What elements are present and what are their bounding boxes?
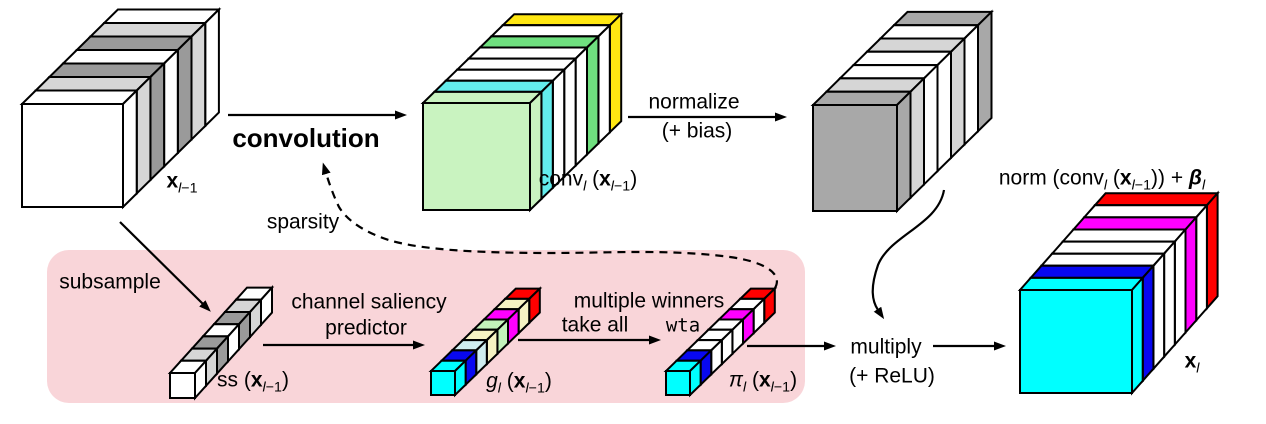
tensor-input-slab-2-side — [149, 61, 166, 183]
subsample-arrow — [119, 221, 211, 312]
tensor-layer — [19, 7, 1220, 401]
tensor-input-slab-3-top — [60, 49, 181, 65]
tensor-conv-slab-5-side — [586, 34, 600, 157]
output-tensor-label: xl — [1184, 349, 1200, 377]
winners-label-line2: take all — [561, 313, 629, 337]
normalize-label: normalize — [648, 90, 740, 114]
tensor-subsampled-strip — [167, 284, 275, 401]
multiply-label: multiply — [850, 335, 922, 359]
bias-label: (+ bias) — [661, 119, 733, 143]
tensor-norm-slab-1-top — [824, 77, 927, 93]
tensor-input-slab-1-top — [33, 76, 153, 92]
tensor-input-slab-6-top — [101, 8, 222, 24]
tensor-input-slab-4-top — [74, 35, 194, 51]
tensor-input-slab-0-side — [122, 88, 138, 210]
tensor-input-slab-4-side — [176, 34, 193, 156]
tensor-output-slab-1-side — [1141, 263, 1155, 384]
tensor-input-slab-1-side — [135, 74, 152, 196]
tensor-input-slab-0-top — [19, 89, 140, 105]
tensor-conv-slab-6-top — [488, 24, 613, 38]
tensor-conv-slab-0-front — [422, 102, 531, 211]
tensor-winners-strip — [663, 286, 778, 398]
norm-to-multiply-curved-arrow — [871, 189, 946, 320]
relu-label: (+ ReLU) — [849, 364, 935, 388]
tensor-norm-slab-3-top — [851, 50, 954, 67]
sparsity-label: sparsity — [266, 210, 340, 234]
saliency-tensor-label: gl (xl−1) — [486, 369, 552, 397]
tensor-norm-slab-0-top — [810, 90, 913, 106]
tensor-input-slab-2-top — [46, 62, 167, 78]
tensor-output-slab-4-side — [1173, 226, 1187, 348]
tensor-norm-slab-0-front — [812, 104, 898, 212]
tensor-conv-slab-4-top — [466, 46, 590, 60]
norm-tensor-label: norm (convl (xl−1)) + βl — [998, 166, 1206, 194]
tensor-conv-slab-7-top — [500, 13, 624, 27]
tensor-norm-slab-4-side — [950, 36, 966, 161]
tensor-input-slab-3-side — [163, 47, 179, 169]
tensor-output-slab-0-front — [1019, 289, 1133, 394]
subsampled-tensor-label: ss (xl−1) — [217, 368, 289, 396]
subsample-label: subsample — [59, 270, 161, 294]
conv-tensor-label: convl (xl−1) — [538, 167, 638, 195]
winners-tensor-label: πl (xl−1) — [728, 368, 798, 396]
tensor-norm-slab-6-top — [891, 10, 994, 27]
tensor-output-slab-2-top — [1039, 252, 1167, 267]
tensor-output-slab-5-side — [1184, 214, 1198, 336]
tensor-conv-slab-2-top — [443, 68, 567, 82]
tensor-subsampled-slab-0-front — [169, 372, 196, 399]
tensor-norm-slab-4-top — [864, 37, 967, 53]
tensor-norm-slab-6-side — [977, 9, 993, 134]
winners-label-line1: multiple winners — [573, 289, 725, 313]
tensor-output-slab-3-side — [1163, 238, 1176, 360]
tensor-conv-slab-6-side — [597, 22, 611, 146]
tensor-output-slab-3-top — [1049, 240, 1178, 255]
tensor-conv-stack — [420, 11, 624, 213]
selection-region — [47, 250, 805, 403]
tensor-conv-slab-4-side — [574, 45, 588, 168]
tensor-output-slab-0-top — [1017, 276, 1145, 291]
tensor-input-slab-0-front — [21, 103, 124, 208]
tensor-norm-slab-1-side — [909, 76, 925, 201]
tensor-norm-stack — [810, 9, 994, 214]
tensor-conv-slab-1-top — [431, 79, 556, 93]
tensor-output-slab-6-top — [1081, 204, 1210, 219]
tensor-conv-slab-3-top — [454, 57, 579, 71]
tensor-output-slab-7-side — [1205, 190, 1219, 311]
tensor-output-slab-1-top — [1028, 264, 1156, 279]
tensor-input-slab-5-side — [190, 20, 207, 142]
input-tensor-label: xl−1 — [166, 169, 198, 197]
tensor-output-slab-5-top — [1071, 216, 1199, 231]
saliency-predictor-label-line2: predictor — [325, 316, 407, 340]
tensor-output-slab-2-side — [1152, 251, 1166, 372]
arrow-layer — [119, 110, 1006, 351]
tensor-input-slab-6-side — [204, 7, 220, 129]
tensor-output-stack — [1017, 190, 1220, 396]
convolution-label: convolution — [232, 123, 380, 153]
tensor-norm-slab-2-top — [837, 64, 940, 80]
tensor-conv-slab-0-top — [420, 90, 544, 104]
tensor-conv-slab-7-side — [608, 11, 623, 135]
tensor-output-slab-6-side — [1195, 202, 1208, 324]
wta-label: wta — [665, 314, 701, 337]
tensor-input-stack — [19, 7, 222, 210]
tensor-norm-slab-5-side — [963, 22, 979, 147]
tensor-conv-slab-3-side — [563, 56, 577, 180]
tensor-input-slab-5-top — [88, 22, 208, 38]
tensor-winners-slab-0-front — [665, 370, 691, 396]
tensor-norm-slab-2-side — [923, 62, 939, 187]
saliency-predictor-label-line1: channel saliency — [291, 290, 447, 314]
tensor-norm-slab-3-side — [936, 49, 952, 174]
tensor-output-slab-0-side — [1131, 275, 1144, 396]
tensor-norm-slab-5-top — [878, 24, 981, 40]
tensor-saliency-slab-0-front — [430, 370, 456, 396]
tensor-conv-slab-5-top — [477, 35, 601, 49]
tensor-conv-slab-0-side — [529, 89, 543, 213]
tensor-saliency-strip — [428, 286, 543, 398]
tensor-output-slab-7-top — [1092, 192, 1220, 207]
sparsity-feedback-dashed-arrow — [321, 162, 778, 289]
tensor-norm-slab-0-side — [896, 89, 912, 214]
tensor-output-slab-4-top — [1060, 228, 1188, 243]
